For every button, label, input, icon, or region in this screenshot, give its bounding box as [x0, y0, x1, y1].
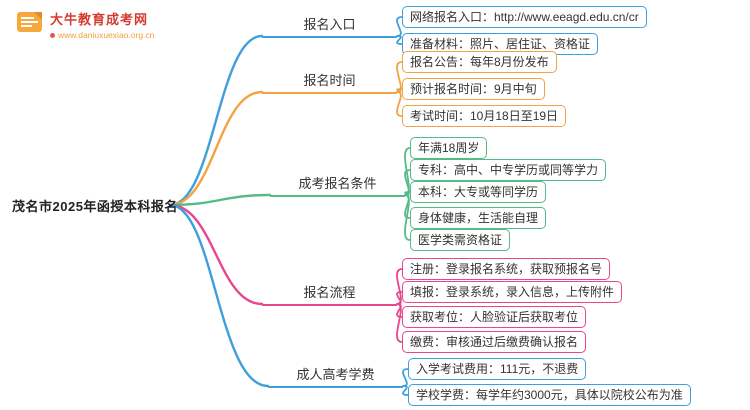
topic-node[interactable]: 考试时间：10月18日至19日 [402, 105, 567, 127]
topic-node[interactable]: 报名公告：每年8月份发布 [402, 51, 557, 73]
connector [168, 203, 270, 388]
topic-node[interactable]: 本科：大专或等同学历 [410, 181, 547, 203]
site-url: www.daniuxuexiao.org.cn [58, 30, 155, 40]
topic-node[interactable]: 网络报名入口：http://www.eeagd.edu.cn/cr [402, 6, 647, 28]
branch-registration-process[interactable]: 报名流程 [262, 283, 397, 306]
branch-registration-conditions[interactable]: 成考报名条件 [270, 174, 405, 197]
topic-node[interactable]: 专科：高中、中专学历或同等学力 [410, 159, 607, 181]
site-logo: 大牛教育成考网 www.daniuxuexiao.org.cn [16, 9, 154, 40]
topic-node[interactable]: 准备材料：照片、居住证、资格证 [402, 33, 599, 55]
topic-node[interactable]: 预计报名时间：9月中旬 [402, 78, 545, 100]
connector [168, 34, 264, 207]
topic-node[interactable]: 医学类需资格证 [410, 229, 511, 251]
branch-tuition[interactable]: 成人高考学费 [268, 365, 403, 388]
topic-node[interactable]: 学校学费：每学年约3000元，具体以院校公布为准 [408, 384, 691, 406]
connector [396, 35, 403, 45]
connector [168, 203, 264, 306]
topic-node[interactable]: 获取考位：人脸验证后获取考位 [402, 306, 587, 328]
connector [396, 91, 403, 117]
root-topic[interactable]: 茂名市2025年函授本科报名 [12, 199, 178, 214]
bullet-icon [50, 32, 55, 38]
site-logo-text: 大牛教育成考网 www.daniuxuexiao.org.cn [50, 9, 154, 40]
topic-node[interactable]: 入学考试费用：111元，不退费 [408, 358, 587, 380]
site-name: 大牛教育成考网 [50, 12, 149, 27]
topic-node[interactable]: 注册：登录报名系统，获取预报名号 [402, 258, 611, 280]
branch-registration-entrance[interactable]: 报名入口 [262, 15, 397, 38]
topic-node[interactable]: 年满18周岁 [410, 137, 488, 159]
site-url-row: www.daniuxuexiao.org.cn [50, 30, 154, 40]
connector [168, 90, 264, 207]
site-logo-icon [17, 12, 42, 32]
topic-node[interactable]: 身体健康，生活能自理 [410, 207, 547, 229]
connector [404, 194, 411, 241]
topic-node[interactable]: 缴费：审核通过后缴费确认报名 [402, 331, 587, 353]
connector [168, 193, 272, 207]
branch-registration-time[interactable]: 报名时间 [262, 71, 397, 94]
connector [396, 303, 403, 343]
topic-node[interactable]: 填报：登录系统，录入信息，上传附件 [402, 281, 623, 303]
connector [402, 385, 409, 396]
